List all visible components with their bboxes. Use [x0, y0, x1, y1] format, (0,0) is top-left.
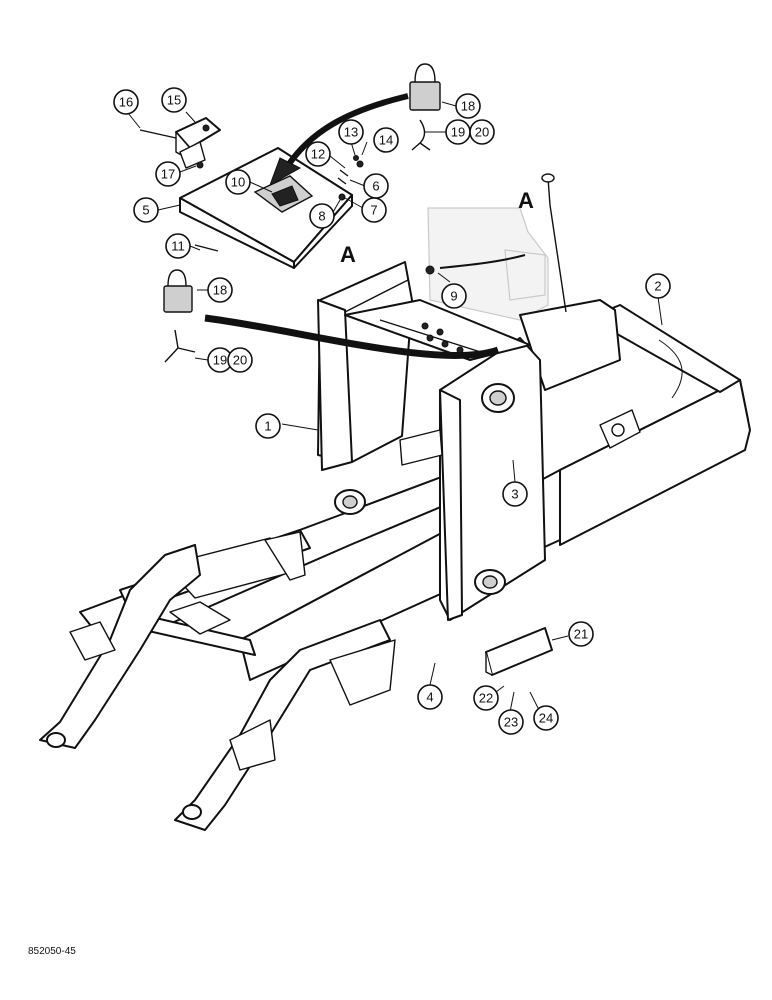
callout-20-upper: 20: [469, 119, 495, 145]
svg-text:21: 21: [574, 627, 588, 642]
callout-16: 16: [113, 89, 139, 115]
callout-24: 24: [533, 705, 559, 731]
svg-text:8: 8: [318, 209, 325, 224]
section-mark-a-cover: A: [340, 242, 356, 267]
arrow-head-cover: [269, 157, 302, 187]
arrow-lock-to-frame: [204, 314, 500, 359]
arrow-detail-a: [439, 254, 526, 269]
callout-1: 1: [255, 413, 281, 439]
cover-assembly: [139, 117, 435, 275]
svg-text:12: 12: [311, 147, 325, 162]
callout-4: 4: [417, 684, 443, 710]
svg-text:24: 24: [539, 711, 553, 726]
callout-7: 7: [361, 197, 387, 223]
callout-17: 17: [155, 161, 181, 187]
callout-18-lower: 18: [207, 277, 233, 303]
svg-text:10: 10: [231, 175, 245, 190]
callout-6: 6: [363, 173, 389, 199]
callout-15: 15: [161, 87, 187, 113]
svg-text:6: 6: [372, 179, 379, 194]
svg-text:20: 20: [233, 353, 247, 368]
dipstick: [541, 173, 567, 313]
callout-23: 23: [498, 709, 524, 735]
svg-text:5: 5: [142, 203, 149, 218]
figure-id: 852050-45: [28, 946, 76, 957]
callout-3: 3: [502, 481, 528, 507]
callout-5: 5: [133, 197, 159, 223]
callout-12: 12: [305, 141, 331, 167]
svg-text:2: 2: [654, 279, 661, 294]
callout-14: 14: [373, 127, 399, 153]
svg-text:11: 11: [171, 239, 185, 254]
svg-text:15: 15: [167, 93, 181, 108]
callout-9: 9: [441, 283, 467, 309]
svg-text:9: 9: [450, 289, 457, 304]
svg-text:20: 20: [475, 125, 489, 140]
callout-2: 2: [645, 273, 671, 299]
callout-18-upper: 18: [455, 93, 481, 119]
callout-22: 22: [473, 685, 499, 711]
callout-21: 21: [568, 621, 594, 647]
svg-text:22: 22: [479, 691, 493, 706]
svg-text:23: 23: [504, 715, 518, 730]
loader-frame: [39, 261, 751, 831]
padlock-upper: [409, 63, 441, 151]
callout-19-upper: 19: [445, 119, 471, 145]
callout-11: 11: [165, 233, 191, 259]
callout-13: 13: [338, 119, 364, 145]
svg-text:19: 19: [213, 353, 227, 368]
svg-text:14: 14: [379, 133, 393, 148]
svg-text:13: 13: [344, 125, 358, 140]
svg-text:4: 4: [426, 690, 433, 705]
svg-text:19: 19: [451, 125, 465, 140]
svg-text:1: 1: [264, 419, 271, 434]
section-mark-a-detail: A: [518, 188, 534, 213]
svg-text:3: 3: [511, 487, 518, 502]
callout-8: 8: [309, 203, 335, 229]
svg-text:18: 18: [213, 283, 227, 298]
callout-10: 10: [225, 169, 251, 195]
padlock-lower: [163, 269, 196, 363]
svg-text:17: 17: [161, 167, 175, 182]
arrow-lock-to-cover: [282, 93, 409, 172]
svg-text:16: 16: [119, 95, 133, 110]
callout-20-lower: 20: [227, 347, 253, 373]
svg-text:18: 18: [461, 99, 475, 114]
svg-text:7: 7: [370, 203, 377, 218]
